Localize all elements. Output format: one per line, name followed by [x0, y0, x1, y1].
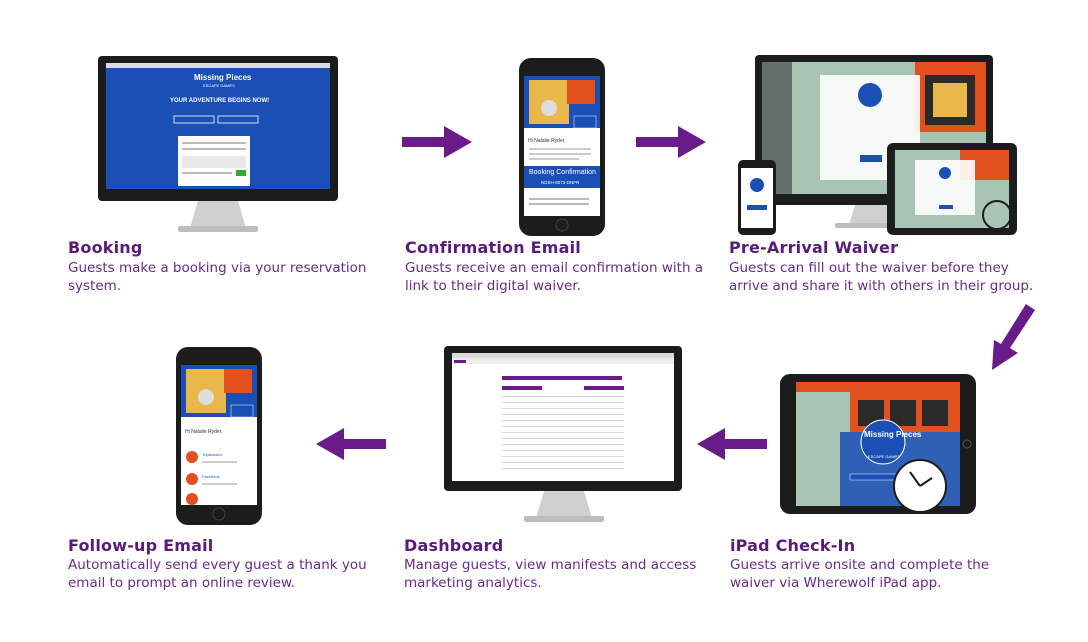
- step-title-waiver: Pre-Arrival Waiver: [729, 238, 899, 257]
- followup-phone: Hi Natalie Ryder, TripAdvisor Facebook: [176, 347, 262, 525]
- booking-monitor: Missing Pieces ESCAPE GAMES YOUR ADVENTU…: [98, 56, 338, 236]
- step-desc-waiver: Guests can fill out the waiver before th…: [729, 260, 1034, 294]
- arrow-left-icon: [697, 428, 767, 460]
- waiver-devices: [735, 55, 1020, 240]
- checkin-logo: Missing Pieces: [864, 430, 922, 439]
- booking-logo: Missing Pieces: [194, 73, 252, 82]
- step-desc-dashboard: Manage guests, view manifests and access…: [404, 557, 697, 591]
- step-title-dashboard: Dashboard: [404, 536, 504, 555]
- confirmation-banner: Booking Confirmation: [529, 169, 596, 176]
- step-title-checkin: iPad Check-In: [730, 536, 856, 555]
- booking-headline: YOUR ADVENTURE BEGINS NOW!: [170, 98, 270, 104]
- step-desc-booking: Guests make a booking via your reservati…: [68, 260, 367, 294]
- confirmation-code: NDSH-8073-DNFR: [541, 180, 580, 185]
- step-desc-followup: Automatically send every guest a thank y…: [68, 557, 367, 591]
- dashboard-monitor: [444, 346, 682, 526]
- followup-item-facebook: Facebook: [202, 474, 220, 479]
- arrow-right-icon: [636, 126, 706, 158]
- arrow-right-icon: [402, 126, 472, 158]
- arrow-down-left-icon: [992, 304, 1035, 370]
- step-title-confirmation: Confirmation Email: [405, 238, 581, 257]
- step-desc-checkin: Guests arrive onsite and complete the wa…: [730, 557, 990, 591]
- followup-item-tripadvisor: TripAdvisor: [202, 452, 223, 457]
- checkin-logo-sub: ESCAPE GAMES: [868, 454, 900, 459]
- confirmation-greeting: Hi Natalie Ryder,: [528, 138, 566, 144]
- arrow-left-icon: [316, 428, 386, 460]
- booking-logo-sub: ESCAPE GAMES: [203, 83, 235, 88]
- step-title-booking: Booking: [68, 238, 143, 257]
- step-title-followup: Follow-up Email: [68, 536, 214, 555]
- step-desc-confirmation: Guests receive an email confirmation wit…: [405, 260, 704, 294]
- followup-greeting: Hi Natalie Ryder,: [185, 429, 223, 435]
- confirmation-phone: Hi Natalie Ryder, Booking Confirmation N…: [519, 58, 605, 236]
- checkin-ipad: Missing Pieces ESCAPE GAMES: [780, 374, 976, 514]
